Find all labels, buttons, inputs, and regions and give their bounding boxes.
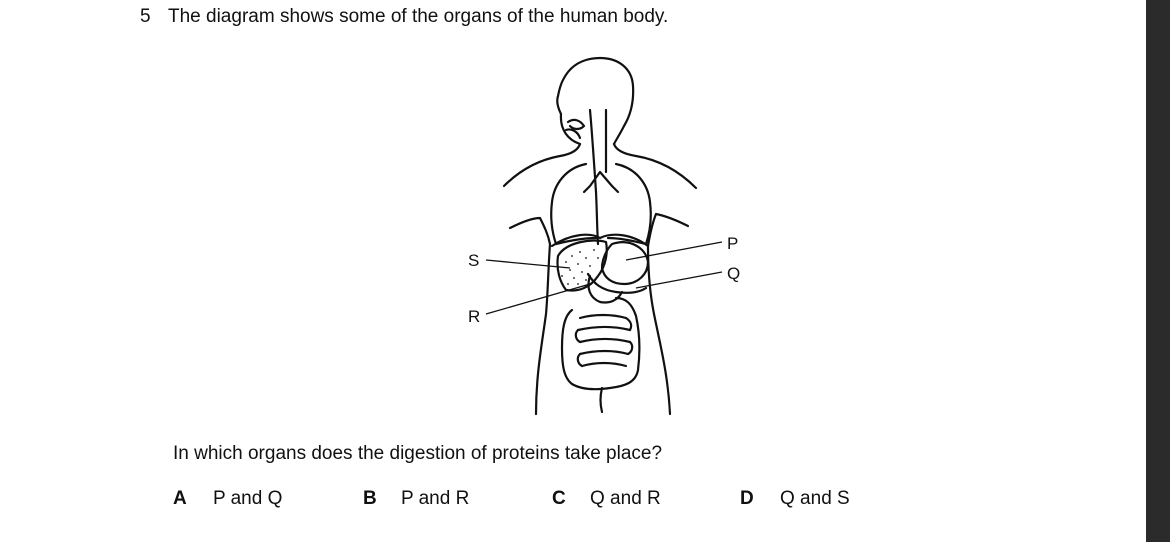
left-torso-outline xyxy=(534,242,552,416)
left-arm-outline xyxy=(508,216,552,246)
option-letter: C xyxy=(552,488,566,509)
leader-line-s xyxy=(485,259,571,269)
pancreas xyxy=(586,272,648,294)
option-letter: D xyxy=(740,488,754,509)
leader-line-r xyxy=(485,283,591,315)
liver xyxy=(556,239,608,292)
left-lung xyxy=(550,162,598,246)
stomach xyxy=(600,241,650,286)
option-text: Q and S xyxy=(780,488,850,509)
label-r: R xyxy=(468,307,480,326)
head-outline xyxy=(556,56,635,146)
diaphragm xyxy=(550,233,650,248)
liver-texture xyxy=(561,249,599,285)
rectum xyxy=(599,386,604,414)
option-text: P and R xyxy=(401,488,470,509)
dark-side-margin xyxy=(1146,0,1170,542)
option-a[interactable]: A P and Q xyxy=(173,488,282,510)
left-shoulder-outline xyxy=(502,142,582,188)
option-c[interactable]: C Q and R xyxy=(552,488,661,510)
option-b[interactable]: B P and R xyxy=(363,488,469,510)
label-s: S xyxy=(468,251,479,270)
oesophagus xyxy=(588,108,600,246)
label-q: Q xyxy=(727,264,740,283)
leader-line-q xyxy=(635,271,723,289)
question-stem: The diagram shows some of the organs of … xyxy=(168,6,669,27)
option-d[interactable]: D Q and S xyxy=(740,488,850,510)
question-header: 5 The diagram shows some of the organs of… xyxy=(140,6,668,28)
question-number: 5 xyxy=(140,6,151,27)
right-lung xyxy=(606,162,652,246)
right-torso-outline xyxy=(646,244,672,416)
option-text: Q and R xyxy=(590,488,661,509)
large-intestine xyxy=(560,296,641,391)
option-letter: A xyxy=(173,488,187,509)
label-p: P xyxy=(727,234,738,253)
human-body-diagram: P Q R S xyxy=(440,52,770,422)
right-shoulder-outline xyxy=(612,142,698,190)
question-prompt: In which organs does the digestion of pr… xyxy=(173,443,663,464)
option-text: P and Q xyxy=(213,488,283,509)
right-arm-outline xyxy=(646,212,690,248)
leader-line-p xyxy=(625,241,723,261)
option-letter: B xyxy=(363,488,377,509)
digestive-system-figure: P Q R S xyxy=(468,56,740,416)
small-intestine xyxy=(576,313,632,368)
exam-page: 5 The diagram shows some of the organs of… xyxy=(0,0,1146,542)
